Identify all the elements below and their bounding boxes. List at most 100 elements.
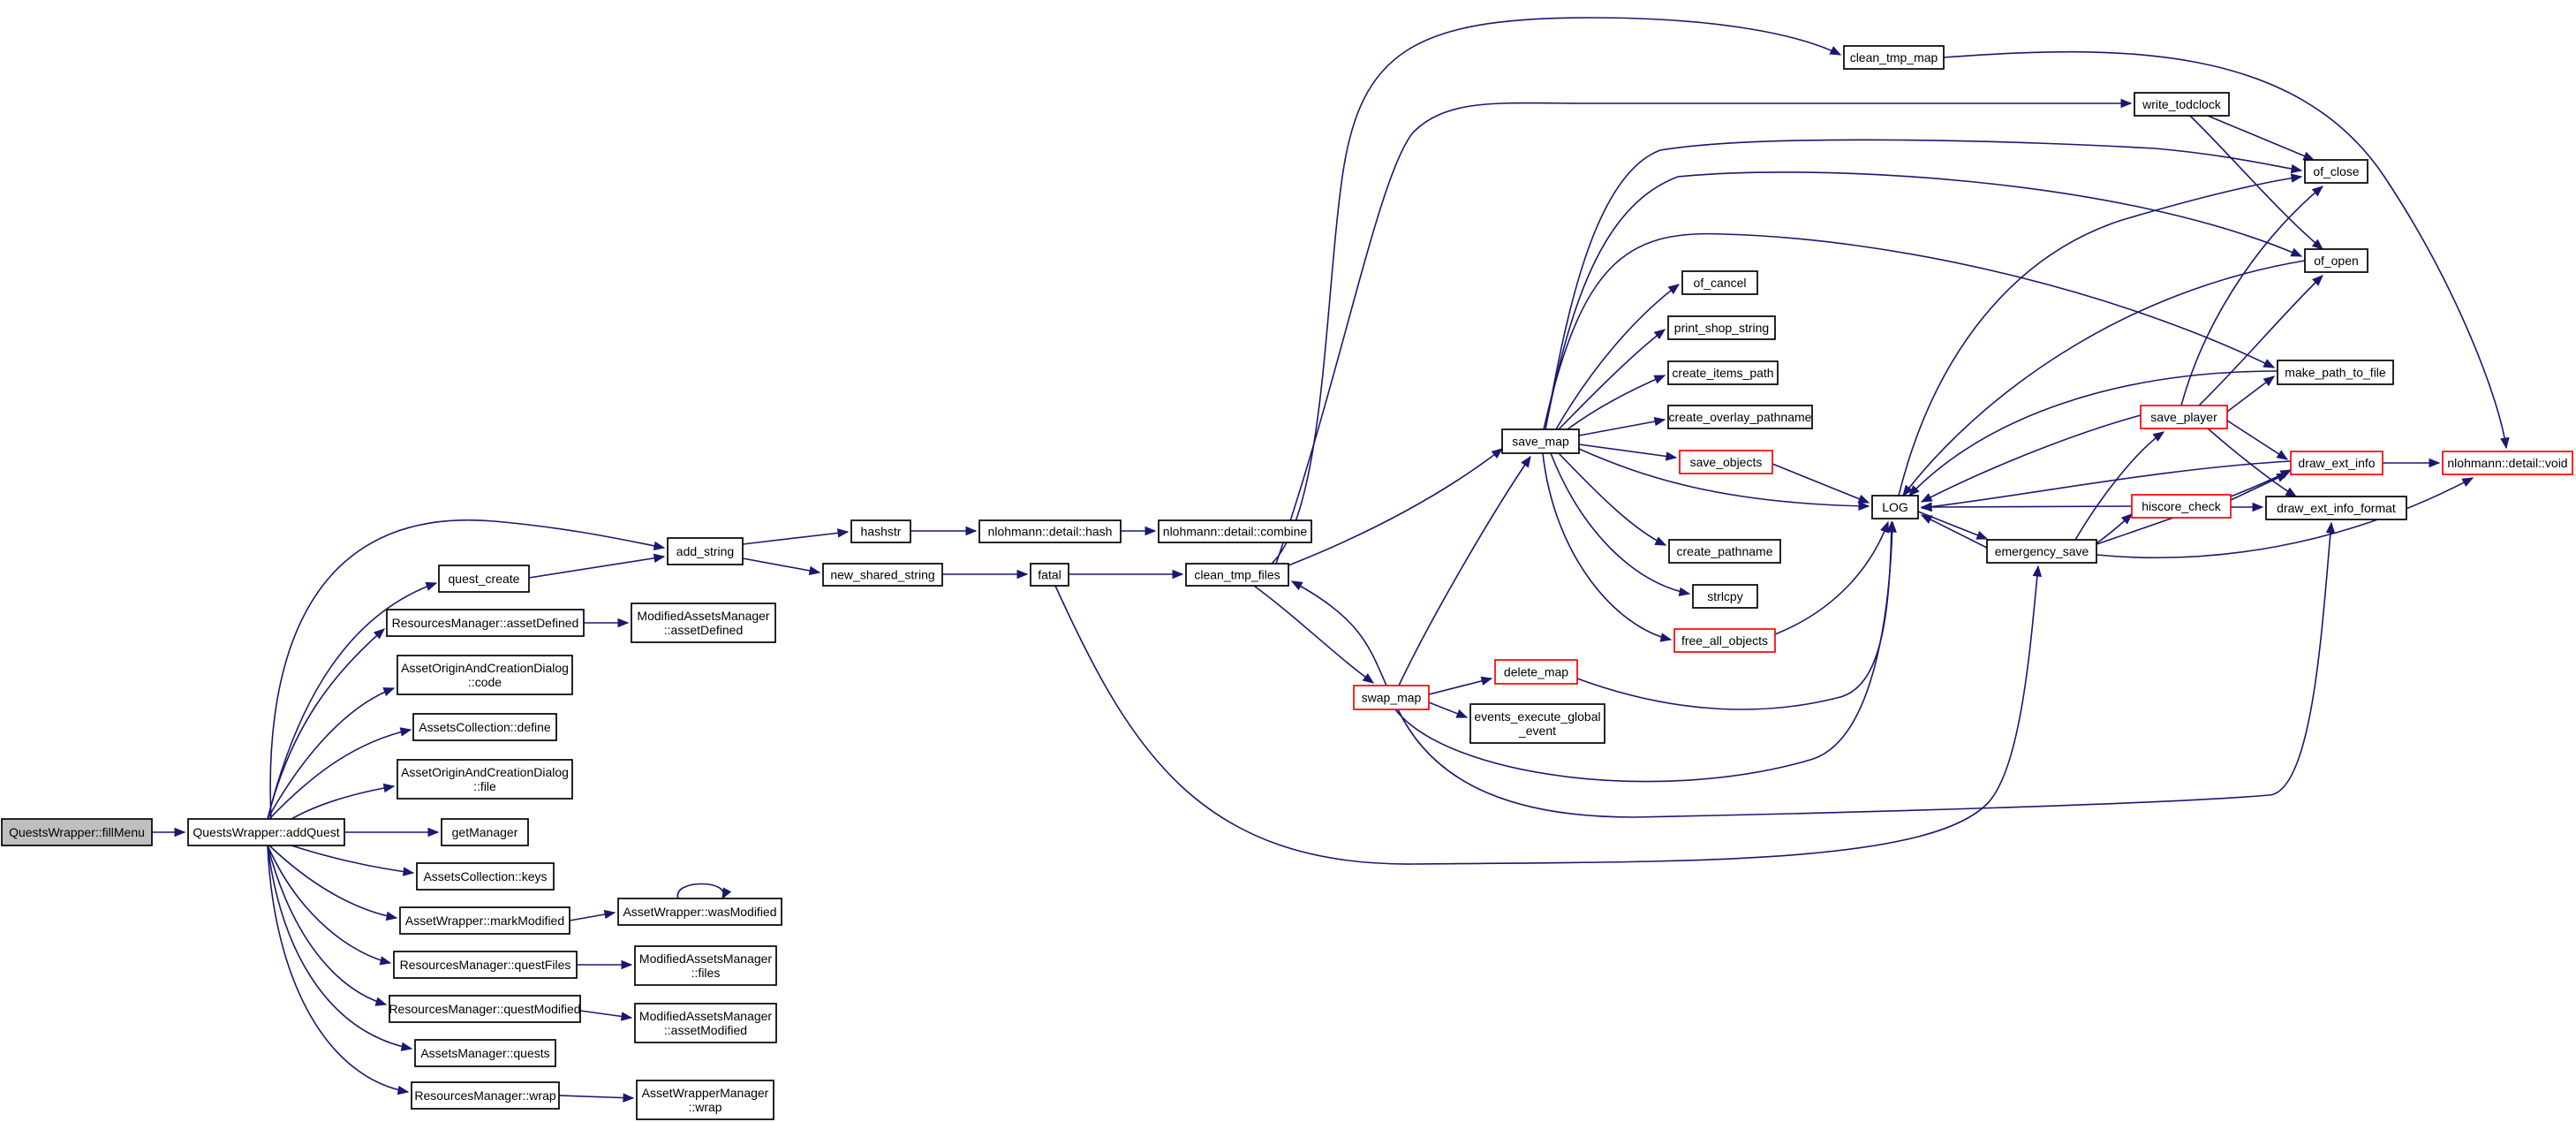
node-label: save_objects bbox=[1690, 455, 1763, 469]
arrowhead bbox=[617, 618, 630, 628]
arrowhead bbox=[2290, 247, 2303, 257]
node-box bbox=[1692, 584, 1758, 609]
edge-save-map-to-create-items-path bbox=[1567, 375, 1666, 430]
node-create-items-path[interactable]: create_items_path bbox=[1667, 360, 1779, 385]
edge-LOG-to-of-close bbox=[1898, 176, 2302, 497]
arrowhead bbox=[1653, 416, 1666, 427]
node-of-cancel[interactable]: of_cancel bbox=[1681, 270, 1758, 295]
edge-swap-map-to-delete-map bbox=[1428, 678, 1492, 695]
node-quest-create[interactable]: quest_create bbox=[438, 565, 530, 593]
edge-addQuest-to-ac-define bbox=[268, 729, 412, 820]
node-draw-ext-info-format[interactable]: draw_ext_info_format bbox=[2265, 496, 2407, 520]
node-addQuest[interactable]: QuestsWrapper::addQuest bbox=[187, 818, 345, 846]
node-hashstr[interactable]: hashstr bbox=[850, 519, 911, 543]
node-label: QuestsWrapper::addQuest bbox=[193, 825, 339, 839]
node-save-objects[interactable]: save_objects bbox=[1679, 450, 1773, 474]
node-awm-wrap[interactable]: AssetWrapperManager::wrap bbox=[636, 1080, 774, 1120]
node-create-pathname[interactable]: create_pathname bbox=[1668, 539, 1781, 564]
node-nl-void[interactable]: nlohmann::detail::void bbox=[2442, 451, 2573, 475]
node-rm-assetDefined[interactable]: ResourcesManager::assetDefined bbox=[386, 609, 585, 637]
node-write-todclock[interactable]: write_todclock bbox=[2134, 92, 2230, 117]
node-getManager[interactable]: getManager bbox=[441, 818, 529, 846]
node-box bbox=[1667, 360, 1779, 385]
node-new-shared-string[interactable]: new_shared_string bbox=[822, 563, 943, 587]
node-box bbox=[1667, 405, 1813, 429]
node-save-player[interactable]: save_player bbox=[2140, 405, 2228, 429]
arrowhead bbox=[1144, 526, 1157, 536]
node-mam-files[interactable]: ModifiedAssetsManager::files bbox=[634, 945, 777, 986]
edge-save-map-to-of-cancel bbox=[1555, 284, 1680, 430]
node-label: clean_tmp_map bbox=[1850, 50, 1938, 64]
node-box bbox=[414, 1039, 556, 1067]
node-create-overlay-pathname[interactable]: create_overlay_pathname bbox=[1667, 405, 1813, 429]
node-label: swap_map bbox=[1362, 691, 1422, 705]
node-box bbox=[1668, 539, 1781, 564]
node-clean-tmp-files[interactable]: clean_tmp_files bbox=[1185, 563, 1289, 587]
arrowhead bbox=[385, 911, 398, 921]
node-LOG[interactable]: LOG bbox=[1871, 495, 1919, 519]
node-rm-questModified[interactable]: ResourcesManager::questModified bbox=[389, 995, 581, 1023]
arrowhead bbox=[2500, 436, 2510, 450]
node-box bbox=[386, 609, 585, 637]
node-label: write_todclock bbox=[2142, 97, 2222, 111]
node-aw-markModified[interactable]: AssetWrapper::markModified bbox=[399, 906, 570, 935]
node-mam-assetModified[interactable]: ModifiedAssetsManager::assetModified bbox=[634, 1003, 777, 1043]
node-ac-define[interactable]: AssetsCollection::define bbox=[412, 713, 557, 741]
node-save-map[interactable]: save_map bbox=[1501, 428, 1580, 454]
node-of-close[interactable]: of_close bbox=[2304, 159, 2368, 184]
node-of-open[interactable]: of_open bbox=[2304, 248, 2368, 273]
edge-add-string-to-hashstr bbox=[742, 531, 849, 545]
arrowhead bbox=[808, 565, 821, 576]
edge-draw-ext-info-to-LOG bbox=[1921, 460, 2292, 509]
node-aoacd-code[interactable]: AssetOriginAndCreationDialog::code bbox=[397, 655, 573, 695]
arrowhead bbox=[603, 909, 616, 920]
node-label: create_pathname bbox=[1677, 544, 1773, 558]
node-label: getManager bbox=[452, 825, 518, 839]
edge-hiscore-check-to-LOG bbox=[1921, 505, 2133, 508]
node-emergency-save[interactable]: emergency_save bbox=[1986, 539, 2097, 564]
node-aw-wasModified[interactable]: AssetWrapper::wasModified bbox=[617, 898, 782, 926]
edge-quest-create-to-add-string bbox=[528, 556, 665, 579]
node-swap-map[interactable]: swap_map bbox=[1353, 685, 1430, 710]
node-box bbox=[631, 603, 776, 643]
edge-write-todclock-to-of-open bbox=[2189, 115, 2323, 250]
arrowhead bbox=[174, 827, 186, 838]
node-nl-combine[interactable]: nlohmann::detail::combine bbox=[1158, 519, 1312, 543]
node-mam-assetDefined[interactable]: ModifiedAssetsManager::assetDefined bbox=[631, 603, 776, 643]
edge-addQuest-to-rm-wrap bbox=[267, 845, 409, 1093]
node-ac-keys[interactable]: AssetsCollection::keys bbox=[416, 862, 555, 891]
arrowhead bbox=[965, 526, 978, 536]
edge-save-player-to-of-open bbox=[2198, 275, 2323, 406]
node-nl-hash[interactable]: nlohmann::detail::hash bbox=[978, 519, 1122, 543]
node-box bbox=[187, 818, 345, 846]
node-am-quests[interactable]: AssetsManager::quests bbox=[414, 1039, 556, 1067]
node-hiscore-check[interactable]: hiscore_check bbox=[2131, 494, 2232, 519]
node-box bbox=[438, 565, 530, 593]
node-rm-wrap[interactable]: ResourcesManager::wrap bbox=[411, 1081, 560, 1110]
node-box bbox=[1871, 495, 1919, 519]
node-strlcpy[interactable]: strlcpy bbox=[1692, 584, 1758, 609]
node-fatal[interactable]: fatal bbox=[1030, 563, 1069, 587]
node-box bbox=[1469, 703, 1605, 744]
node-delete-map[interactable]: delete_map bbox=[1494, 659, 1578, 685]
edge-clean-tmp-files-to-swap-map bbox=[1253, 585, 1374, 684]
node-clean-tmp-map[interactable]: clean_tmp_map bbox=[1843, 45, 1945, 70]
edge-save-player-to-of-close bbox=[2180, 186, 2323, 406]
node-draw-ext-info[interactable]: draw_ext_info bbox=[2290, 451, 2383, 475]
edge-addQuest-to-quest-create bbox=[267, 582, 437, 820]
edge-emergency-save-to-LOG bbox=[1921, 514, 1988, 549]
node-box bbox=[1673, 628, 1776, 653]
node-make-path-to-file[interactable]: make_path_to_file bbox=[2277, 360, 2394, 385]
node-events-execute[interactable]: events_execute_global_event bbox=[1469, 703, 1605, 744]
node-aoacd-file[interactable]: AssetOriginAndCreationDialog::file bbox=[397, 759, 573, 800]
node-print-shop-string[interactable]: print_shop_string bbox=[1667, 315, 1776, 340]
node-fillMenu[interactable]: QuestsWrapper::fillMenu bbox=[1, 818, 153, 846]
edge-addQuest-to-add-string bbox=[269, 519, 665, 820]
node-add-string[interactable]: add_string bbox=[667, 537, 744, 565]
arrowhead bbox=[1920, 502, 1933, 512]
node-rm-questFiles[interactable]: ResourcesManager::questFiles bbox=[393, 951, 578, 979]
node-free-all-objects[interactable]: free_all_objects bbox=[1673, 628, 1776, 653]
node-box bbox=[412, 713, 557, 741]
node-label: ::file bbox=[473, 779, 496, 793]
node-label: ResourcesManager::questFiles bbox=[400, 958, 571, 972]
